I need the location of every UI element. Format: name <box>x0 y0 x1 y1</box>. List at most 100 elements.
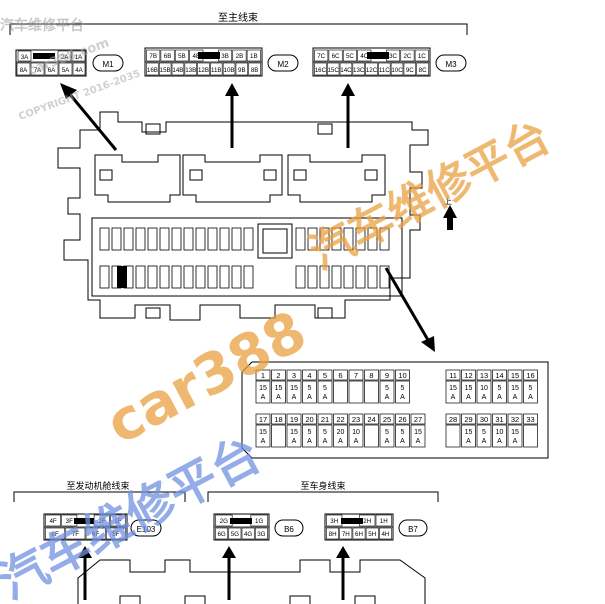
fuse-number-cell <box>271 369 286 381</box>
fuse-amp-cell <box>445 424 461 448</box>
b7-pin-cell <box>339 527 353 540</box>
fuse-number: 27 <box>414 415 422 424</box>
fuse-slot <box>307 227 318 251</box>
fuse-amperage: 15 <box>290 385 298 392</box>
m3-pin-cell <box>365 62 378 76</box>
fuse-amp-cell <box>364 380 379 404</box>
engine-room-harness-bracket: 至发动机舱线束 <box>13 480 186 502</box>
fuse-number: 25 <box>383 415 391 424</box>
fuse-amp-cell <box>364 424 379 448</box>
fuse-number: 24 <box>367 415 375 424</box>
up-arrow-label: 上 <box>444 197 452 206</box>
fuse-amperage: 15 <box>511 429 519 436</box>
fuse-slot <box>295 227 306 251</box>
fuse-amperage: 5 <box>385 429 389 436</box>
fuse-number: 19 <box>290 415 298 424</box>
fuse-number-cell <box>255 369 271 381</box>
b7-pin-cell <box>375 514 392 527</box>
e103-tag-label: E103 <box>137 525 156 534</box>
m1-key-block <box>33 53 55 59</box>
fuse-number: 8 <box>369 371 373 380</box>
e103-tag <box>130 519 162 537</box>
m2-pin-cell <box>210 62 223 76</box>
fuse-number: 22 <box>336 415 344 424</box>
m3-pin-cell <box>326 62 340 76</box>
m2-pin-label: 12B <box>198 67 209 74</box>
fuse-amp-unit: A <box>385 438 390 445</box>
fuse-amp-cell <box>286 380 302 404</box>
connector-arrows <box>60 83 355 151</box>
fuse-amperage: 20 <box>337 429 345 436</box>
m2-pin-label: 9B <box>238 67 246 74</box>
fuse-slot <box>99 227 110 251</box>
m2-pin-label: 15B <box>160 67 171 74</box>
fuse-number-cell <box>286 413 302 425</box>
fuse-amp-unit: A <box>261 394 266 401</box>
fuse-amp-cell <box>507 424 523 448</box>
fuse-amperage: 5 <box>482 429 486 436</box>
fuse-number-cell <box>461 369 476 381</box>
fuse-amperage: 5 <box>323 385 327 392</box>
fuse-amp-unit: A <box>292 394 297 401</box>
fuse-number: 21 <box>321 415 329 424</box>
m3-pin-label: 1C <box>418 53 426 60</box>
e103-pin-label: 7F <box>72 531 79 538</box>
fuse-number-cell <box>445 369 461 381</box>
fuse-number-cell <box>271 413 286 425</box>
fuse-amp-cell <box>445 380 461 404</box>
e103-pin-label: 5F <box>112 531 119 538</box>
fuse-amp-unit: A <box>513 438 518 445</box>
fuse-number-cell <box>492 369 507 381</box>
m2-pin-label: 16B <box>147 67 158 74</box>
fuse-amperage: 10 <box>352 429 360 436</box>
fuse-number: 5 <box>323 371 327 380</box>
m3-pin-cell <box>416 62 429 76</box>
fuse-amp-unit: A <box>323 394 328 401</box>
m2-pin-cell <box>171 62 185 76</box>
fuse-amp-unit: A <box>400 394 405 401</box>
b7-pin-label: 3H <box>330 518 338 525</box>
m2-pin-label: 2B <box>236 53 244 60</box>
b6-pin-label: 4G <box>244 531 252 538</box>
fuse-amp-cell <box>348 380 364 404</box>
m3-pin-label: 16C <box>315 67 327 74</box>
fuse-amp-cell <box>476 424 492 448</box>
fuse-amp-cell <box>348 424 364 448</box>
fuse-number: 15 <box>511 371 519 380</box>
m3-pin-label: 6C <box>332 53 340 60</box>
fuse-amperage: 15 <box>290 429 298 436</box>
fuse-slot <box>355 227 366 251</box>
e103-pin-label: 8F <box>52 531 59 538</box>
b7-key-block <box>341 518 363 524</box>
fuse-slot <box>331 265 342 289</box>
fuse-number-cell <box>379 413 395 425</box>
fuse-slot <box>367 265 378 289</box>
m3-pin-label: 15C <box>327 67 339 74</box>
fuse-amperage: 15 <box>449 385 457 392</box>
b6-pin-label: 2G <box>220 518 228 525</box>
fuse-amp-cell <box>461 380 476 404</box>
fuse-amp-cell <box>523 380 538 404</box>
fuse-amperage: 5 <box>529 385 533 392</box>
fuse-number: 2 <box>276 371 280 380</box>
fuse-amperage: 10 <box>480 385 488 392</box>
b7-pin-label: 7H <box>342 531 350 538</box>
fuse-number: 17 <box>259 415 267 424</box>
fuse-amp-cell <box>255 380 271 404</box>
fuse-amperage: 15 <box>511 385 519 392</box>
fuse-slot <box>379 227 390 251</box>
fuse-slot <box>159 227 170 251</box>
m3-key-block <box>367 52 389 59</box>
fuse-number: 33 <box>526 415 534 424</box>
m2-pin-cell <box>160 49 175 62</box>
fuse-slot <box>343 227 354 251</box>
e103-pin-label: 1F <box>114 518 121 525</box>
m3-pin-label: 13C <box>353 67 365 74</box>
m2-tag-label: M2 <box>277 60 289 69</box>
fuse-amp-unit: A <box>451 394 456 401</box>
b6-pin-cell <box>241 527 255 540</box>
fuse-slot <box>243 265 254 289</box>
